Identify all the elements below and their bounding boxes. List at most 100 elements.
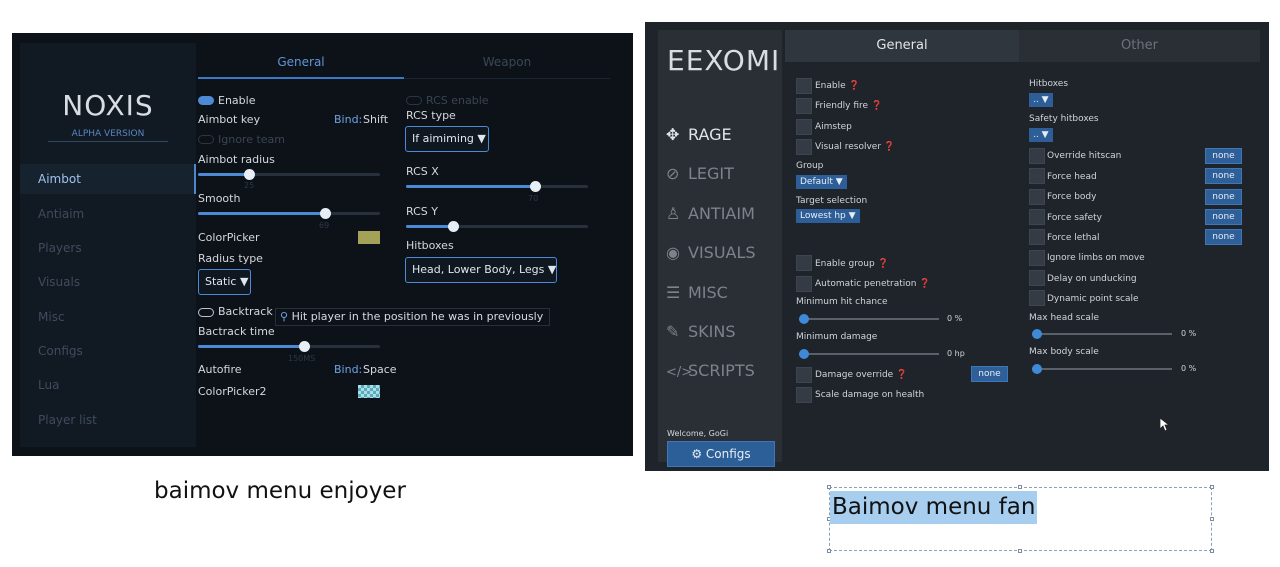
noxis-nav-lua[interactable]: Lua [38,378,60,392]
eexomi-enable-checkbox[interactable] [796,78,812,94]
eexomi-nav-scripts[interactable]: </>SCRIPTS [666,361,755,380]
resize-handle[interactable] [827,485,831,489]
eexomi-nav-legit[interactable]: ⊘LEGIT [666,164,734,183]
eexomi-nav-skins[interactable]: ✎SKINS [666,322,736,341]
eexomi-override-hitscan-checkbox[interactable] [1029,148,1045,164]
noxis-rcs-type-select[interactable]: If aimiming ▼ [405,126,489,152]
noxis-tab-weapon[interactable]: Weapon [404,55,610,79]
eexomi-tab-other[interactable]: Other [1121,38,1158,53]
resize-handle[interactable] [1210,549,1214,553]
help-icon: ❓ [870,101,883,111]
eexomi-max-head-scale-knob[interactable] [1032,329,1042,339]
eexomi-safety-hitboxes-dropdown[interactable]: .. ▼ [1029,128,1053,142]
noxis-smooth-slider[interactable] [198,208,380,219]
noxis-aimbot-radius-slider[interactable] [198,169,380,180]
eexomi-nav-rage[interactable]: ✥RAGE [666,125,732,144]
eexomi-force-lethal-checkbox[interactable] [1029,229,1045,245]
noxis-enable-toggle[interactable] [198,96,214,105]
eexomi-min-damage-knob[interactable] [799,349,809,359]
noxis-nav-antiaim[interactable]: Antiaim [38,207,85,221]
noxis-hitboxes-select[interactable]: Head, Lower Body, Legs ▼ [405,257,557,283]
noxis-nav-players[interactable]: Players [38,241,82,255]
eexomi-group-dropdown[interactable]: Default ▼ [796,175,847,189]
noxis-backtrack-toggle[interactable] [198,308,214,317]
eexomi-force-lethal-button[interactable]: none [1205,229,1242,245]
eexomi-damage-override-button[interactable]: none [971,366,1008,382]
noxis-rcs-x-value: 70 [528,194,539,203]
noxis-hitboxes-label: Hitboxes [406,239,454,252]
eexomi-min-damage-label: Minimum damage [796,332,878,342]
chevron-down-icon: ▼ [848,211,856,221]
eexomi-scale-damage-checkbox[interactable] [796,387,812,403]
noxis-tab-general[interactable]: General [198,55,404,79]
eexomi-auto-penetration-checkbox[interactable] [796,276,812,292]
noxis-nav-visuals[interactable]: Visuals [38,275,81,289]
resize-handle[interactable] [1210,485,1214,489]
noxis-nav-aimbot[interactable]: Aimbot [20,164,196,194]
eexomi-min-hit-chance-slider[interactable] [799,314,939,324]
eexomi-max-body-scale-knob[interactable] [1032,364,1042,374]
noxis-rcs-y-knob[interactable] [448,221,459,232]
eexomi-force-body-button[interactable]: none [1205,189,1242,205]
noxis-colorpicker2-label: ColorPicker2 [198,385,267,398]
eexomi-delay-unducking-checkbox[interactable] [1029,270,1045,286]
resize-handle[interactable] [827,549,831,553]
eexomi-configs-button[interactable]: ⚙ Configs [667,441,775,467]
noxis-colorpicker-swatch[interactable] [358,231,380,244]
noxis-rcs-x-knob[interactable] [530,181,541,192]
noxis-aimbot-bind-key[interactable]: Shift [363,113,389,126]
noxis-radius-type-select[interactable]: Static ▼ [198,269,251,295]
noxis-nav-misc[interactable]: Misc [38,310,65,324]
eexomi-force-head-label: Force head [1047,172,1097,182]
eexomi-ignore-limbs-checkbox[interactable] [1029,250,1045,266]
noxis-smooth-knob[interactable] [320,208,331,219]
eexomi-force-head-button[interactable]: none [1205,168,1242,184]
resize-handle[interactable] [1018,549,1022,553]
noxis-hitboxes-value: Head, Lower Body, Legs [412,263,545,276]
noxis-rcs-y-slider[interactable] [406,221,588,232]
eexomi-force-safety-checkbox[interactable] [1029,209,1045,225]
eexomi-force-safety-button[interactable]: none [1205,209,1242,225]
eexomi-nav-misc[interactable]: ☰MISC [666,283,728,302]
eexomi-damage-override-checkbox[interactable] [796,367,812,383]
noxis-nav-configs[interactable]: Configs [38,344,83,358]
eexomi-min-damage-value: 0 hp [947,349,965,358]
eexomi-aimstep-checkbox[interactable] [796,119,812,135]
noxis-rcs-enable-toggle[interactable] [406,96,422,105]
noxis-colorpicker2-swatch[interactable] [358,385,380,398]
eexomi-override-hitscan-button[interactable]: none [1205,148,1242,164]
noxis-autofire-bind-key[interactable]: Space [363,363,397,376]
eexomi-target-selection-dropdown[interactable]: Lowest hp ▼ [796,209,860,223]
noxis-aimbot-key-label: Aimbot key [198,113,261,126]
caption-right-selected-text[interactable]: Baimov menu fan [830,491,1038,524]
eexomi-visual-resolver-checkbox[interactable] [796,139,812,155]
eexomi-enable-group-checkbox[interactable] [796,255,812,271]
eexomi-dynamic-point-scale-label: Dynamic point scale [1047,294,1139,304]
eexomi-friendly-fire-checkbox[interactable] [796,98,812,114]
eexomi-nav-rage-label: RAGE [688,125,732,144]
eexomi-force-body-checkbox[interactable] [1029,189,1045,205]
noxis-aimbot-radius-knob[interactable] [244,169,255,180]
eexomi-min-hit-chance-label: Minimum hit chance [796,297,888,307]
eexomi-dynamic-point-scale-checkbox[interactable] [1029,290,1045,306]
caption-right-textbox[interactable] [827,485,1214,553]
eexomi-max-body-scale-slider[interactable] [1032,364,1172,374]
resize-handle[interactable] [1018,485,1022,489]
noxis-nav-player-list[interactable]: Player list [38,413,97,427]
eexomi-hitboxes-dropdown[interactable]: .. ▼ [1029,93,1053,107]
eexomi-min-hit-chance-knob[interactable] [799,314,809,324]
eexomi-nav-visuals[interactable]: ◉VISUALS [666,243,756,262]
resize-handle[interactable] [1210,517,1214,521]
eexomi-force-head-checkbox[interactable] [1029,168,1045,184]
search-icon: ⚲ [280,310,289,323]
noxis-rcs-x-slider[interactable] [406,181,588,192]
eexomi-tab-general[interactable]: General [785,30,1019,62]
eexomi-hitboxes-label: Hitboxes [1029,79,1069,89]
eexomi-max-head-scale-slider[interactable] [1032,329,1172,339]
noxis-ignore-team-toggle[interactable] [198,135,214,144]
noxis-backtrack-time-slider[interactable] [198,341,380,352]
noxis-backtrack-time-knob[interactable] [299,341,310,352]
noxis-rcs-y-label: RCS Y [406,205,438,218]
eexomi-min-damage-slider[interactable] [799,349,939,359]
eexomi-nav-antiaim[interactable]: ♙ANTIAIM [666,204,755,223]
